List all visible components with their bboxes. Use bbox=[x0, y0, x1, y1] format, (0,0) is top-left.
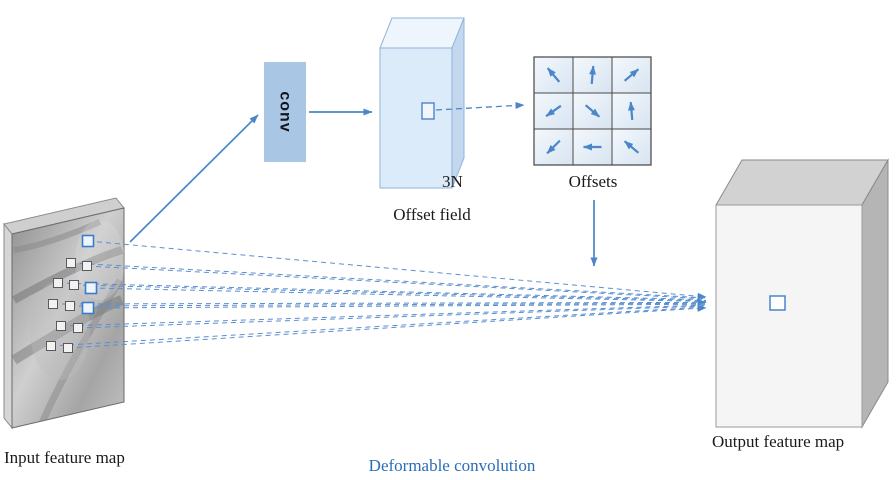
offset-field-top-face bbox=[379, 17, 465, 49]
offset-arrow bbox=[584, 104, 601, 118]
sampling-dashed-line bbox=[69, 302, 707, 307]
sampling-dashed-line bbox=[57, 282, 707, 301]
offset-arrow bbox=[627, 101, 635, 121]
sample-point bbox=[82, 261, 92, 271]
flow-arrows bbox=[129, 101, 598, 267]
input-sample-points bbox=[46, 234, 98, 353]
sample-point bbox=[73, 323, 83, 333]
offset-field-label: Offset field bbox=[393, 205, 471, 224]
offsets-grid-border bbox=[533, 56, 652, 166]
offset-arrow bbox=[623, 68, 640, 82]
sample-point bbox=[63, 343, 73, 353]
offset-arrow bbox=[546, 67, 561, 83]
caption: Deformable convolution bbox=[368, 456, 536, 475]
offset-field-slab bbox=[379, 17, 465, 189]
sampling-dashed-line bbox=[67, 304, 707, 349]
sampling-dashed-line bbox=[90, 287, 707, 302]
offset-arrow bbox=[545, 104, 562, 118]
offset-arrow bbox=[546, 139, 561, 155]
output-feature-map-label: Output feature map bbox=[712, 432, 845, 451]
offset-field-sample-square bbox=[421, 102, 435, 120]
deformed-sampling-lines bbox=[50, 240, 707, 349]
sampling-dashed-line bbox=[77, 305, 707, 329]
sampling-dashed-line bbox=[52, 298, 707, 306]
sample-point bbox=[48, 299, 58, 309]
sample-point-highlighted bbox=[84, 281, 98, 295]
offset-field-front-face bbox=[379, 47, 453, 189]
offsets-label: Offsets bbox=[568, 172, 618, 191]
output-slab-side-face bbox=[861, 158, 889, 429]
output-slab-top-face bbox=[715, 159, 889, 206]
sample-point bbox=[66, 258, 76, 268]
three-n-label: 3N bbox=[442, 172, 463, 191]
output-slab-front-face bbox=[715, 204, 863, 428]
arrow-input-to-conv bbox=[129, 114, 259, 243]
offset-field-side-face bbox=[451, 17, 465, 189]
sample-point bbox=[65, 301, 75, 311]
output-sample-square bbox=[769, 295, 786, 311]
input-slab-left-face bbox=[3, 222, 13, 430]
offset-arrow bbox=[589, 65, 597, 85]
sample-point-highlighted bbox=[81, 301, 95, 315]
sampling-dashed-line bbox=[87, 303, 707, 309]
sampling-dashed-line bbox=[73, 284, 707, 302]
sample-point bbox=[69, 280, 79, 290]
conv-box bbox=[264, 62, 306, 162]
input-feature-map-slab bbox=[3, 197, 125, 430]
sample-point bbox=[56, 321, 66, 331]
sampling-dashed-line bbox=[70, 262, 707, 299]
sample-point bbox=[53, 278, 63, 288]
conv-label: conv bbox=[277, 91, 294, 133]
sampling-dashed-line bbox=[86, 265, 707, 300]
sampling-dashed-line bbox=[50, 306, 707, 347]
sampling-dashed-line bbox=[60, 304, 707, 327]
sample-point bbox=[46, 341, 56, 351]
input-feature-map-label: Input feature map bbox=[4, 448, 125, 467]
sample-point-highlighted bbox=[81, 234, 95, 248]
arrow-offset-field-to-offsets bbox=[435, 101, 525, 111]
offsets-grid bbox=[533, 56, 652, 166]
offset-arrow bbox=[623, 140, 640, 154]
conv-label-wrap: conv bbox=[264, 62, 306, 162]
sampling-dashed-line bbox=[87, 240, 707, 300]
output-feature-map-slab bbox=[715, 158, 889, 429]
